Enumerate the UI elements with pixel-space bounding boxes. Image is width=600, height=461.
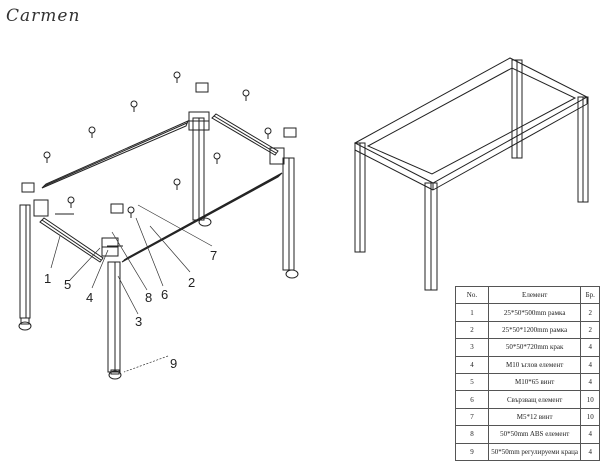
table-cell-no: 2 <box>455 320 489 340</box>
connector-block-front <box>101 237 119 257</box>
table-cell-element: 50*50mm ABS елемент <box>487 425 582 444</box>
table-cell-element: 25*50*1200mm рамка <box>487 320 582 340</box>
header-no: No. <box>455 285 489 305</box>
assembled-leg-back <box>511 59 523 159</box>
exploded-view: 1 2 3 4 5 6 7 8 9 <box>18 71 299 380</box>
table-cell-no: 6 <box>455 390 489 409</box>
connector-block-left <box>33 199 49 217</box>
screw-set <box>43 71 272 247</box>
table-cell-element: M10*65 винт <box>487 372 582 392</box>
connector-block-top <box>188 111 210 131</box>
table-cell-no: 3 <box>455 338 489 357</box>
table-cell-qty: 4 <box>580 372 600 392</box>
table-cell-no: 5 <box>455 372 489 392</box>
assembled-leg-right <box>577 96 589 203</box>
table-cell-element: 50*50*720mm крак <box>487 338 582 357</box>
header-element: Елемент <box>487 285 582 305</box>
callout-7: 7 <box>210 248 217 263</box>
table-cell-qty: 4 <box>580 425 600 444</box>
table-cell-qty: 2 <box>580 303 600 322</box>
callout-2: 2 <box>188 275 195 290</box>
leg-front-left <box>19 204 31 319</box>
callout-8: 8 <box>145 290 152 305</box>
table-cell-element: Свързващ елемент <box>487 390 582 409</box>
leader-lines <box>50 204 213 373</box>
product-title: Carmen <box>6 6 81 26</box>
table-cell-qty: 10 <box>580 407 600 427</box>
table-cell-no: 8 <box>455 425 489 444</box>
table-cell-element: 25*50*500mm рамка <box>487 303 582 322</box>
callout-6: 6 <box>161 287 168 302</box>
adjustable-feet <box>18 217 299 380</box>
table-cell-element: M10 ъглов елемент <box>487 355 582 374</box>
callout-5: 5 <box>64 277 71 292</box>
table-cell-no: 4 <box>455 355 489 374</box>
table-cell-qty: 2 <box>580 320 600 340</box>
table-cell-qty: 10 <box>580 390 600 409</box>
callout-9: 9 <box>170 356 177 371</box>
table-cell-no: 7 <box>455 407 489 427</box>
leg-back-right <box>282 157 295 271</box>
long-rail-front <box>39 172 283 263</box>
table-cell-qty: 4 <box>580 355 600 374</box>
assembly-drawing: Carmen <box>6 6 600 461</box>
header-qty: Бр. <box>580 285 600 305</box>
table-cell-no: 1 <box>455 303 489 322</box>
table-cell-qty: 4 <box>580 338 600 357</box>
table-header-row: No. Елемент Бр. <box>455 285 600 305</box>
long-rail-back <box>41 113 279 189</box>
callout-4: 4 <box>86 290 93 305</box>
table-cell-element: M5*12 винт <box>487 407 582 427</box>
leg-front-middle <box>107 261 121 373</box>
callout-3: 3 <box>135 314 142 329</box>
connector-block-right <box>269 147 285 165</box>
abs-cap <box>21 82 297 214</box>
callout-1: 1 <box>44 271 51 286</box>
leg-back-middle <box>192 117 205 221</box>
